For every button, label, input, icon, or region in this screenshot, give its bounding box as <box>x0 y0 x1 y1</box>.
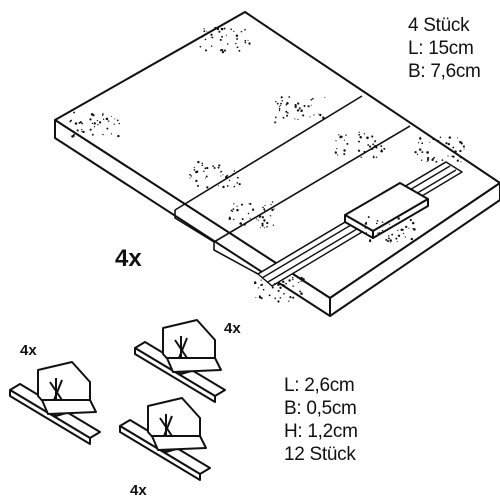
plate-quantity-label: 4x <box>115 245 142 272</box>
bumper-length: L: 2,6cm <box>284 375 355 396</box>
panel-step-2 <box>213 242 259 275</box>
panel-edge-2 <box>213 125 411 243</box>
bumper-quantity-label-3: 4x <box>130 482 147 499</box>
panel-edge-1 <box>174 95 363 211</box>
bumper-quantity-label-1: 4x <box>20 342 37 359</box>
plate-length: L: 15cm <box>408 38 474 59</box>
block-side <box>372 198 429 239</box>
bumper-spec-block: L: 2,6cm B: 0,5cm H: 1,2cm 12 Stück <box>284 374 358 466</box>
bumper-width: B: 0,5cm <box>284 398 357 419</box>
speckle-texture <box>69 26 465 303</box>
buffer-stop-1 <box>9 361 101 445</box>
plate-width: B: 7,6cm <box>408 61 481 82</box>
buffer-stop-2 <box>134 319 226 403</box>
buffer-stop-3 <box>119 397 211 481</box>
panel-step-1 <box>174 210 215 243</box>
plate-spec-block: 4 Stück L: 15cm B: 7,6cm <box>408 14 481 83</box>
bumper-quantity-label-2: 4x <box>224 320 241 337</box>
bumper-count: 12 Stück <box>284 444 356 465</box>
bumper-height: H: 1,2cm <box>284 421 358 442</box>
plate-right-face <box>329 182 500 317</box>
track-block <box>344 182 429 239</box>
plate-count: 4 Stück <box>408 15 470 36</box>
